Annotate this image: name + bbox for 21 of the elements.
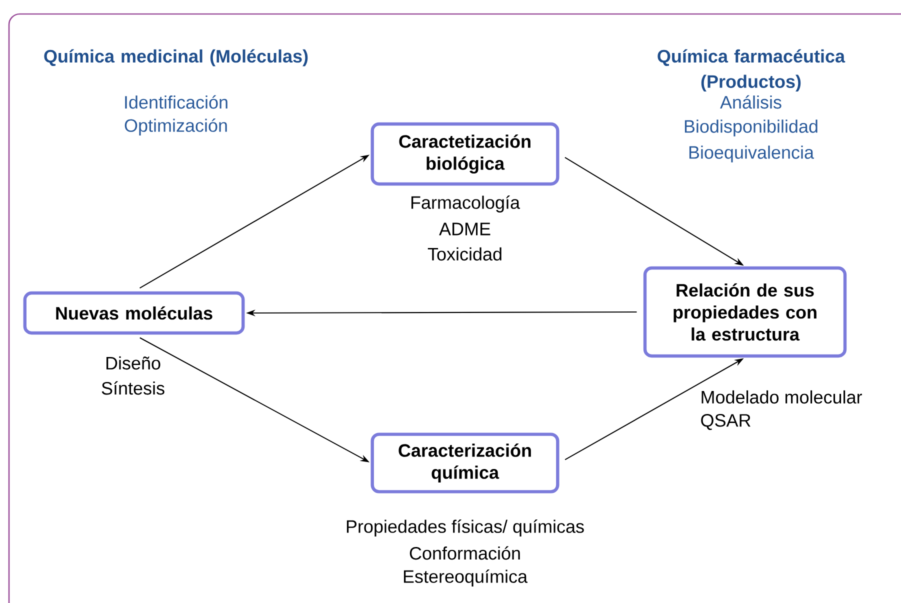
annotation-text: ADME <box>439 222 490 236</box>
annotation-text: Optimización <box>124 118 227 136</box>
annotation-text: Diseño <box>106 356 160 370</box>
annotation-text: QSAR <box>701 414 750 430</box>
annotation-text: Conformación <box>410 546 520 560</box>
annotation-text: Modelado molecular <box>702 390 862 404</box>
process-box: Relación de sus propiedades con la estructura <box>643 266 847 358</box>
annotation-text: Toxicidad <box>428 247 502 261</box>
annotation-text: Análisis <box>720 95 782 109</box>
heading-text: Química farmacéutica (Productos) <box>658 49 846 92</box>
annotation-text: Bioequivalencia <box>689 146 814 162</box>
annotation-text: Farmacología <box>411 196 520 212</box>
annotation-text: Síntesis <box>102 381 164 395</box>
annotation-text: Estereoquímica <box>404 570 528 586</box>
heading-text: Química medicinal (Moléculas) <box>44 49 308 66</box>
annotation-text: Biodisponibilidad <box>684 120 818 136</box>
annotation-text: Propiedades físicas/ químicas <box>346 520 584 536</box>
process-box: Caractetización biológica <box>370 122 560 186</box>
annotation-text: Identificación <box>125 95 228 109</box>
process-box: Nuevas moléculas <box>23 291 245 335</box>
process-box: Caracterización química <box>370 432 560 494</box>
